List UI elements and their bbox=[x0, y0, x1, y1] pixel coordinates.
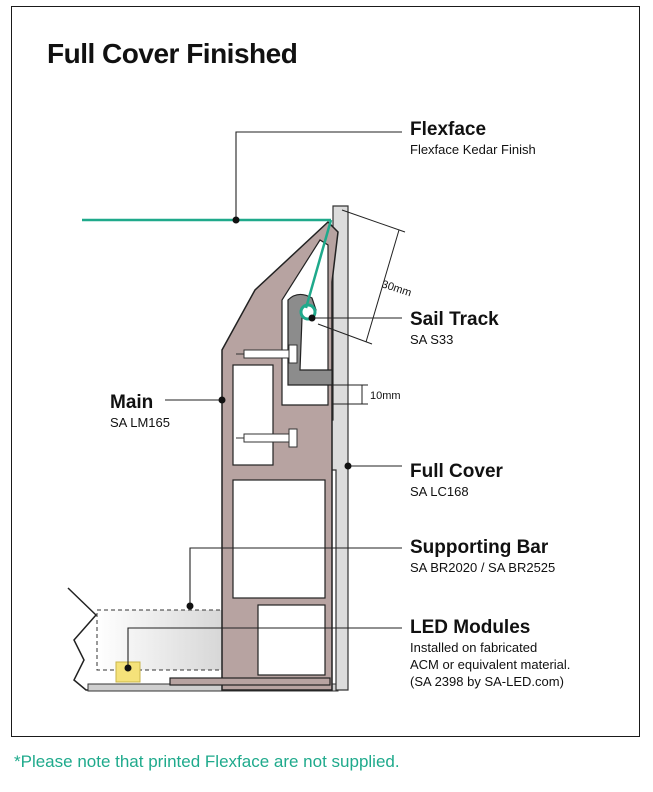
dimension-10mm-label: 10mm bbox=[370, 390, 401, 402]
label-led-modules-line2: ACM or equivalent material. bbox=[410, 657, 571, 672]
leader-flexface bbox=[235, 131, 402, 220]
label-sail-track: Sail Track SA S33 bbox=[410, 309, 499, 348]
diagram-title: Full Cover Finished bbox=[47, 38, 298, 69]
label-supporting-bar: Supporting Bar SA BR2020 / SA BR2525 bbox=[410, 537, 555, 576]
label-main-sub: SA LM165 bbox=[110, 415, 170, 430]
screw-upper bbox=[236, 344, 298, 364]
label-supporting-bar-title: Supporting Bar bbox=[410, 537, 549, 558]
main-chamber-2 bbox=[232, 364, 274, 466]
label-led-modules-line1: Installed on fabricated bbox=[410, 640, 538, 655]
label-led-modules-line3: (SA 2398 by SA-LED.com) bbox=[410, 674, 564, 689]
flexface-line-down bbox=[304, 219, 333, 309]
label-main: Main SA LM165 bbox=[110, 392, 170, 431]
label-flexface: Flexface Flexface Kedar Finish bbox=[410, 119, 536, 158]
label-full-cover: Full Cover SA LC168 bbox=[410, 461, 503, 500]
diagram-frame bbox=[11, 6, 640, 737]
label-supporting-bar-sub: SA BR2020 / SA BR2525 bbox=[410, 560, 556, 575]
label-flexface-sub: Flexface Kedar Finish bbox=[410, 142, 536, 157]
dimension-30mm-label: 30mm bbox=[380, 278, 413, 299]
main-bottom-lip bbox=[169, 677, 331, 686]
label-sail-track-sub: SA S33 bbox=[410, 332, 454, 347]
dimension-30mm bbox=[317, 209, 406, 345]
leader-led bbox=[127, 627, 402, 668]
dimension-10mm bbox=[332, 384, 368, 405]
wall-break-outline bbox=[67, 587, 338, 691]
footnote: *Please note that printed Flexface are n… bbox=[14, 752, 400, 771]
label-flexface-title: Flexface bbox=[410, 119, 487, 140]
label-full-cover-title: Full Cover bbox=[410, 461, 503, 482]
screw-lower bbox=[236, 428, 298, 448]
main-chamber-3 bbox=[232, 479, 326, 599]
leader-supporting-bar bbox=[189, 547, 402, 606]
label-led-modules-title: LED Modules bbox=[410, 617, 531, 638]
label-sail-track-title: Sail Track bbox=[410, 309, 499, 330]
label-main-title: Main bbox=[110, 392, 154, 413]
label-led-modules: LED Modules Installed on fabricated ACM … bbox=[410, 617, 570, 690]
main-chamber-4 bbox=[257, 604, 326, 676]
label-full-cover-sub: SA LC168 bbox=[410, 484, 469, 499]
